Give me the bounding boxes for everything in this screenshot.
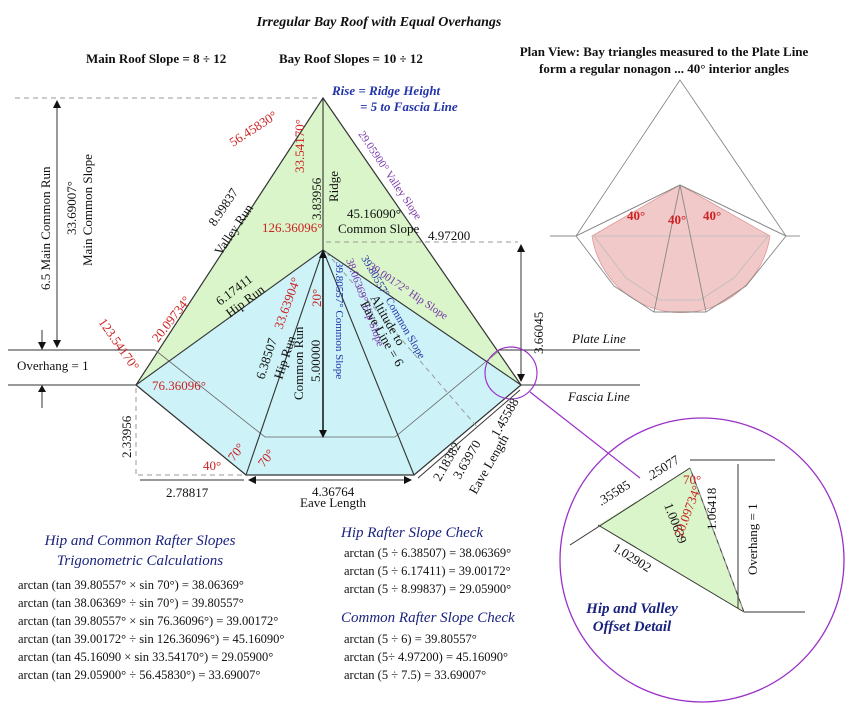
plan-view-line1: Plan View: Bay triangles measured to the…	[520, 44, 809, 59]
fascia-line-label: Fascia Line	[567, 389, 630, 404]
plan-view	[550, 79, 800, 313]
common-check-line-1: arctan (5 ÷ 6) = 39.80557°	[344, 632, 477, 646]
detail-70: 70°	[683, 472, 701, 487]
trig-heading-1: Hip and Common Rafter Slopes	[44, 533, 236, 549]
eave-length-label: Eave Length	[300, 495, 367, 510]
diagram-title: Irregular Bay Roof with Equal Overhangs	[256, 15, 502, 30]
detail-caption-2: Offset Detail	[593, 619, 672, 635]
angle-56: 56.45830°	[226, 108, 279, 150]
dim-3-66045: 3.66045	[531, 312, 546, 354]
trig-line-3: arctan (tan 39.80557° × sin 76.36096°) =…	[18, 614, 278, 628]
detail-marker-circle	[484, 346, 538, 400]
rise-line1: Rise = Ridge Height	[331, 83, 441, 98]
common-check-heading: Common Rafter Slope Check	[341, 610, 515, 626]
plan-view-line2: form a regular nonagon ... 40° interior …	[539, 61, 789, 76]
dim-2-33956: 2.33956	[119, 415, 134, 458]
detail-caption-1: Hip and Valley	[585, 601, 678, 617]
detail-1-06418: 1.06418	[704, 488, 719, 530]
plan-angle-3: 40°	[703, 208, 721, 223]
angle-33-54: 33.54170°	[292, 119, 307, 173]
main-angle-label: 33.69007°	[64, 181, 79, 235]
hip-mid-right	[322, 249, 415, 476]
dim-2-78817: 2.78817	[166, 485, 209, 500]
common-slope-label: Common Slope	[338, 221, 419, 236]
dim-4-97200: 4.97200	[428, 228, 470, 243]
common-run-value: 5.00000	[308, 340, 323, 382]
angle-76: 76.36096°	[152, 378, 206, 393]
common-check-line-3: arctan (5 ÷ 7.5) = 33.69007°	[344, 668, 486, 682]
hip-left	[135, 249, 324, 386]
detail-overhang: Overhang = 1	[745, 503, 760, 575]
main-common-slope-label: Main Common Slope	[80, 154, 95, 266]
hip-mid-left	[245, 249, 324, 476]
angle-45: 45.16090°	[347, 206, 401, 221]
angle-123: 123.54170°	[96, 315, 143, 373]
ridge-label: Ridge	[326, 171, 341, 202]
common-run-label: Common Run	[291, 326, 306, 400]
hip-check-line-3: arctan (5 ÷ 8.99837) = 29.05900°	[344, 582, 511, 596]
trig-line-6: arctan (tan 29.05900° ÷ 56.45830°) = 33.…	[18, 668, 260, 682]
plan-angle-2: 40°	[668, 212, 686, 227]
common-check-line-2: arctan (5÷ 4.97200) = 45.16090°	[344, 650, 508, 664]
hip-check-heading: Hip Rafter Slope Check	[340, 525, 483, 541]
trig-line-5: arctan (tan 45.16090 × sin 33.54170°) = …	[18, 650, 273, 664]
main-common-run-label: 6.5 Main Common Run	[38, 166, 53, 290]
main-roof-slope: Main Roof Slope = 8 ÷ 12	[86, 51, 226, 66]
rise-line2: = 5 to Fascia Line	[360, 99, 458, 114]
hip-right	[322, 249, 522, 386]
altitude-line	[325, 251, 479, 429]
overhang-label: Overhang = 1	[17, 358, 89, 373]
detail-35585: .35585	[595, 477, 633, 509]
plan-angle-1: 40°	[627, 208, 645, 223]
trig-line-4: arctan (tan 39.00172° ÷ sin 126.36096°) …	[18, 632, 284, 646]
plate-outline	[154, 349, 501, 438]
trig-line-2: arctan (tan 38.06369° ÷ sin 70°) = 39.80…	[18, 596, 244, 610]
plate-line-label: Plate Line	[571, 331, 626, 346]
bay-roof-faces	[136, 250, 521, 475]
eave-outline	[135, 384, 522, 476]
angle-126: 126.36096°	[262, 220, 322, 235]
trig-line-1: arctan (tan 39.80557° × sin 70°) = 38.06…	[18, 578, 244, 592]
trig-heading-2: Trigonometric Calculations	[57, 553, 223, 569]
hip-check-line-2: arctan (5 ÷ 6.17411) = 39.00172°	[344, 564, 511, 578]
common-slope-a: 39.80557° Common Slope	[333, 262, 345, 379]
hip-check-line-1: arctan (5 ÷ 6.38507) = 38.06369°	[344, 546, 511, 560]
bay-roof-slope: Bay Roof Slopes = 10 ÷ 12	[279, 51, 423, 66]
detail-circle	[559, 417, 845, 703]
angle-40-left: 40°	[203, 458, 221, 473]
dim-4-36764: 4.36764	[312, 484, 355, 499]
ridge-value: 3.83956	[309, 177, 324, 220]
angle-20-center: 20°	[309, 289, 324, 307]
